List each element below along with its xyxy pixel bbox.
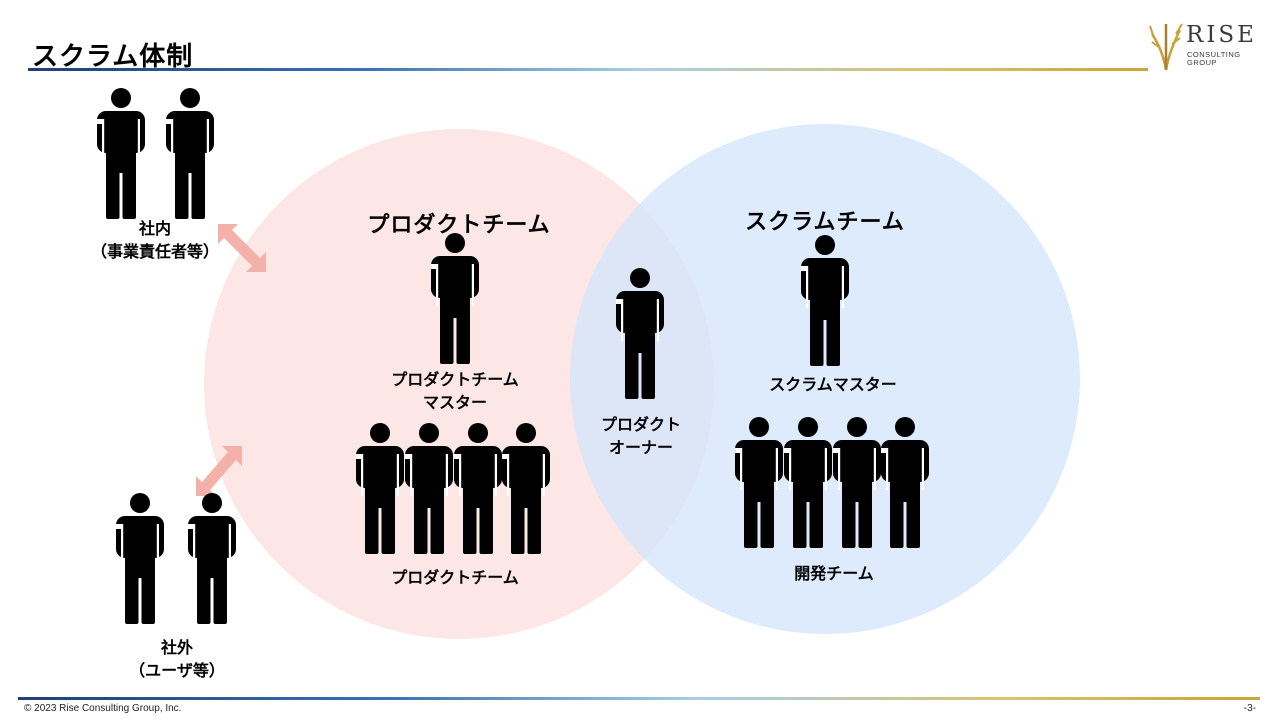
external-arrow-icon [196, 446, 242, 496]
external-label-line1: 社外 [160, 638, 193, 657]
title-divider [28, 68, 1148, 71]
person-icon [97, 88, 145, 219]
internal-people [97, 88, 214, 219]
internal-label: 社内 （事業責任者等） [91, 217, 219, 263]
scrum-team-circle [570, 124, 1080, 634]
company-logo: RISE CONSULTING GROUP [1146, 20, 1262, 72]
product-team-circle [204, 129, 714, 639]
product-owner-line2: オーナー [608, 438, 674, 457]
page-number: -3- [1243, 703, 1256, 714]
product-team-heading: プロダクトチーム [367, 213, 551, 238]
page-title: スクラム体制 [32, 42, 194, 72]
copyright-text: © 2023 Rise Consulting Group, Inc. [24, 703, 182, 714]
internal-label-line2: （事業責任者等） [90, 242, 220, 261]
person-icon [166, 88, 214, 219]
product-team-members-label: プロダクトチーム [391, 568, 519, 587]
external-label: 社外 （ユーザ等） [129, 636, 225, 682]
wheat-logo-icon [1149, 23, 1183, 71]
external-people [116, 493, 236, 624]
scrum-master-label: スクラムマスター [769, 375, 897, 394]
internal-label-line1: 社内 [138, 219, 172, 238]
logo-sub-line2: GROUP [1187, 58, 1218, 67]
product-team-master-label: プロダクトチーム マスター [391, 368, 519, 414]
person-icon [188, 493, 236, 624]
logo-wordmark: RISE [1186, 22, 1257, 48]
logo-sub-line1: CONSULTING [1187, 50, 1241, 59]
product-team-master-line1: プロダクトチーム [391, 370, 519, 389]
product-owner-line1: プロダクト [600, 415, 682, 434]
product-team-master-line2: マスター [422, 393, 487, 412]
external-label-line2: （ユーザ等） [129, 661, 225, 680]
product-owner-label: プロダクト オーナー [601, 413, 681, 459]
scrum-team-heading: スクラムチーム [745, 210, 905, 235]
person-icon [116, 493, 164, 624]
internal-arrow-icon [218, 224, 266, 272]
footer-divider [18, 697, 1260, 700]
logo-subtitle: CONSULTING GROUP [1187, 51, 1241, 67]
dev-team-label: 開発チーム [794, 564, 874, 583]
